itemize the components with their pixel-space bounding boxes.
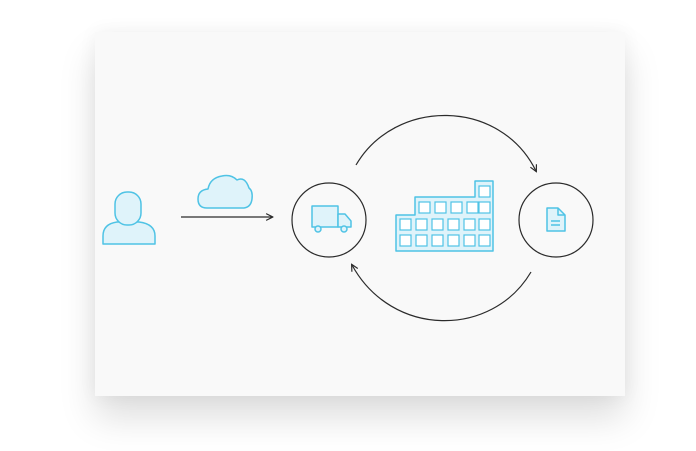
- factory-window: [434, 201, 447, 214]
- factory-window: [415, 234, 428, 247]
- document-to-truck-arc: [352, 265, 532, 322]
- factory-window: [447, 234, 460, 247]
- factory-window: [418, 201, 431, 214]
- factory-building-icon: [395, 180, 494, 252]
- factory-window: [431, 234, 444, 247]
- factory-window: [399, 218, 412, 231]
- factory-windows: [399, 185, 491, 247]
- factory-window: [478, 185, 491, 198]
- factory-window: [399, 234, 412, 247]
- truck-icon: [311, 205, 352, 233]
- document-icon: [546, 207, 566, 232]
- factory-window: [466, 201, 479, 214]
- truck-to-document-arc: [355, 114, 536, 171]
- user-icon: [102, 191, 156, 245]
- factory-window: [431, 218, 444, 231]
- factory-window: [450, 201, 463, 214]
- truck-node-circle: [291, 182, 367, 258]
- diagram-card: [95, 32, 625, 396]
- factory-window: [447, 218, 460, 231]
- cloud-icon: [197, 174, 253, 209]
- factory-window: [478, 234, 491, 247]
- factory-window: [478, 218, 491, 231]
- factory-window: [463, 218, 476, 231]
- document-node-circle: [518, 182, 594, 258]
- factory-window: [415, 218, 428, 231]
- factory-window: [478, 201, 491, 214]
- factory-window: [463, 234, 476, 247]
